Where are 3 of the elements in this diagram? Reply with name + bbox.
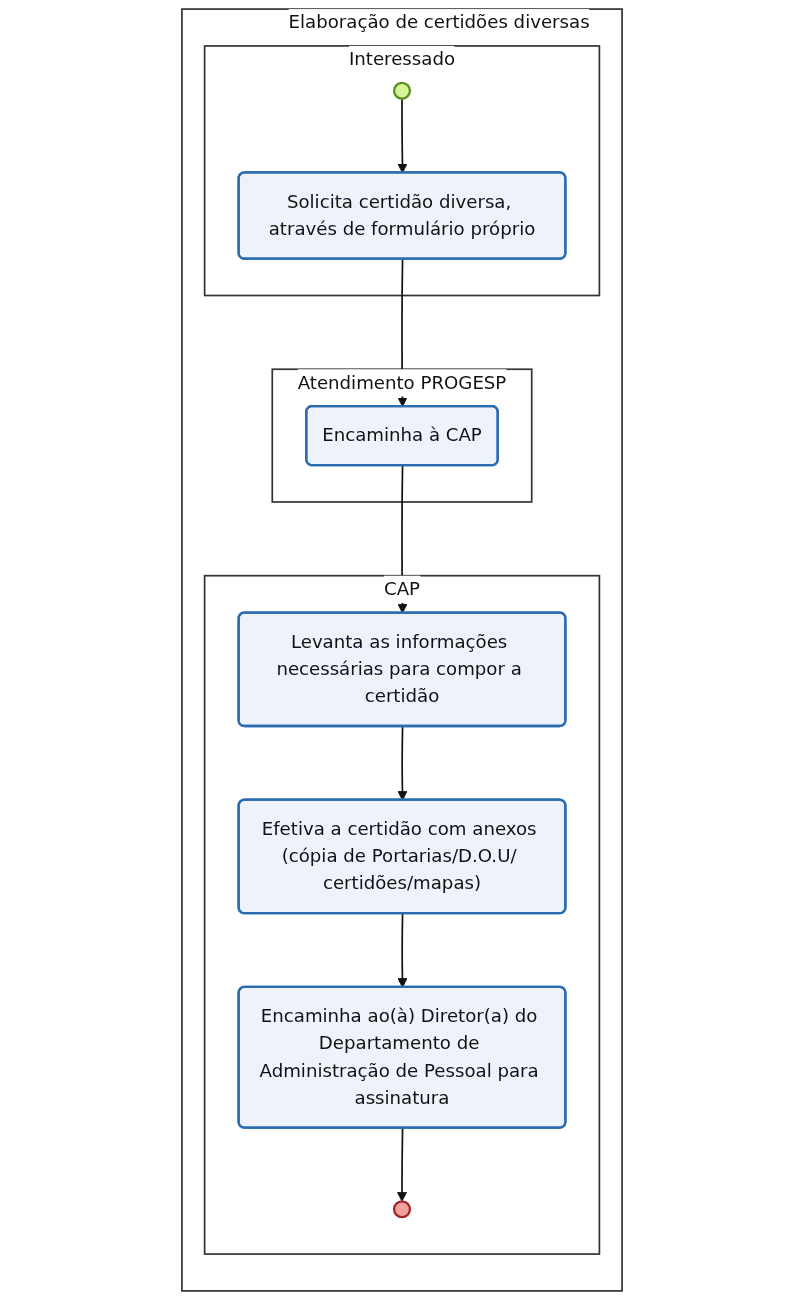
node-circle <box>392 81 412 100</box>
node-circle <box>392 1200 412 1219</box>
arrow <box>397 1127 407 1202</box>
